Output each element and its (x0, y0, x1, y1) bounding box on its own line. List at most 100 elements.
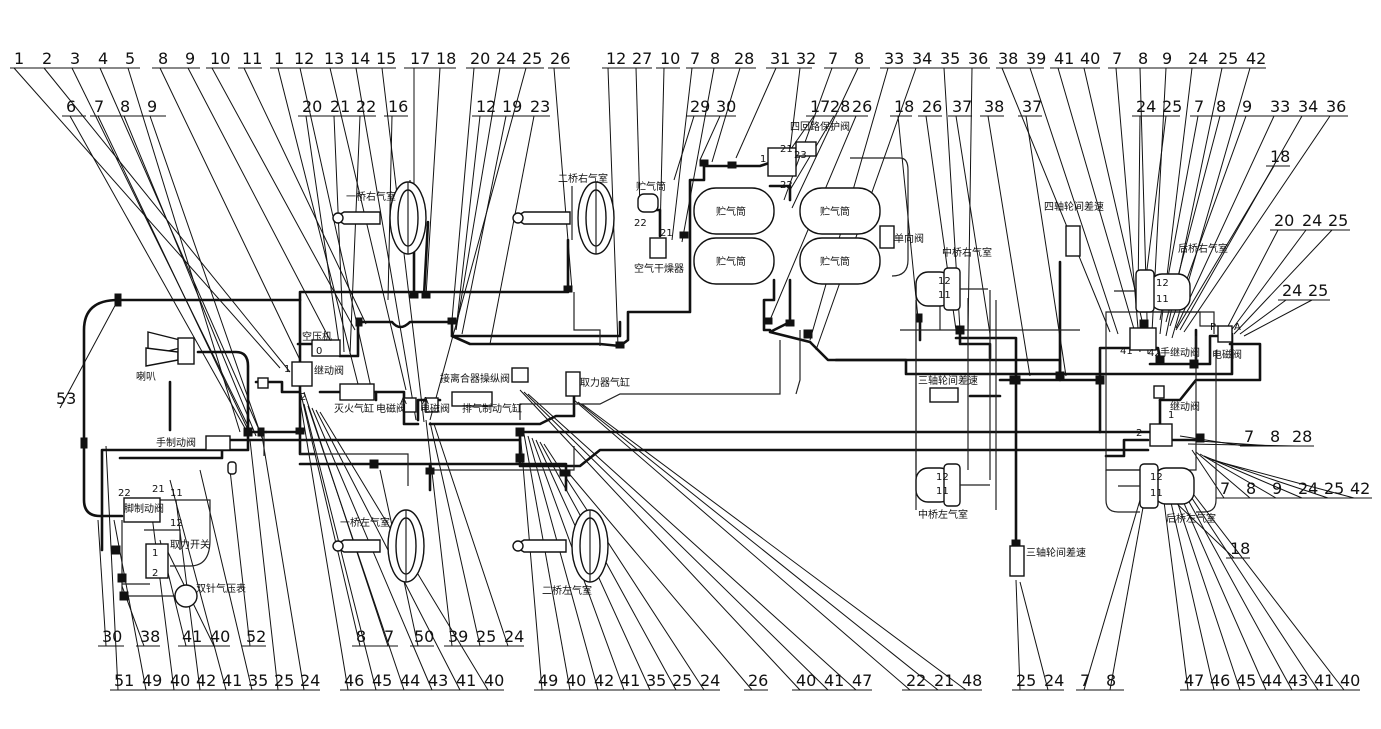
top-number: 25 (1328, 211, 1348, 230)
tank-label: 贮气筒 (636, 180, 666, 193)
top-number: 39 (1026, 49, 1046, 68)
bottom-number: 8 (1106, 671, 1116, 690)
port-number: 12 (1156, 278, 1169, 289)
bottom-number: 40 (566, 671, 586, 690)
bottom-number: 40 (170, 671, 190, 690)
component-label: 手继动阀 (1160, 346, 1200, 359)
top-number: 34 (1298, 97, 1318, 116)
top-number: 12 (294, 49, 314, 68)
top-number: 13 (324, 49, 344, 68)
port-number: 0 (316, 346, 322, 357)
port-number: 22 (634, 218, 647, 229)
top-number: 9 (1162, 49, 1172, 68)
top-number: 29 (690, 97, 710, 116)
port-number: 1 (1168, 410, 1174, 421)
component-label: 排气制动气缸 (462, 402, 522, 415)
port-number: A (422, 396, 429, 407)
bottom-number: 22 (906, 671, 926, 690)
top-number: 8 (120, 97, 130, 116)
top-number: 24 (1302, 211, 1322, 230)
bottom-number: 44 (400, 671, 420, 690)
exhaust-brake-cylinder: 排气制动气缸 (451, 391, 522, 415)
bottom-number: 24 (700, 671, 720, 690)
top-number: 21 (330, 97, 350, 116)
port-number: 12 (936, 472, 949, 483)
bottom-number: 8 (356, 627, 366, 646)
pto-switch: 取力开关 1 2 (145, 538, 210, 579)
bottom-number: 47 (852, 671, 872, 690)
bottom-number: 40 (796, 671, 816, 690)
solenoid-valve-3: P A 电磁阀 (1210, 322, 1242, 361)
component-label: 手制动阀 (156, 436, 196, 449)
top-number: 11 (242, 49, 262, 68)
top-number: 24 (1136, 97, 1156, 116)
chamber-label: 一桥右气室 (346, 190, 396, 203)
port-number: 22 (118, 488, 131, 499)
bottom-number: 30 (102, 627, 122, 646)
top-number: 1 (274, 49, 284, 68)
bottom-number: 24 (1044, 671, 1064, 690)
bottom-number: 40 (210, 627, 230, 646)
clutch-valve: 接离合器操纵阀 (440, 367, 529, 385)
bottom-number: 49 (538, 671, 558, 690)
top-number: 8 (854, 49, 864, 68)
bottom-number: 41 (182, 627, 202, 646)
brake-chamber-1L: 一桥左气室 (332, 509, 425, 583)
tank-label: 贮气筒 (716, 255, 746, 268)
bottom-number: 41 (1314, 671, 1334, 690)
top-number: 9 (147, 97, 157, 116)
top-number: 33 (884, 49, 904, 68)
component-label: 继动阀 (1170, 400, 1200, 413)
axle4-diff-lock: 四轴轮间差速 (1044, 200, 1104, 257)
horn: 喇叭 (136, 331, 195, 383)
chamber-label: 后桥右气室 (1178, 242, 1228, 255)
top-number: 25 (1218, 49, 1238, 68)
port-number: A (400, 396, 407, 407)
bottom-number: 25 (274, 671, 294, 690)
bottom-number: 45 (372, 671, 392, 690)
top-number: 8 (710, 49, 720, 68)
component-label: 单向阀 (894, 232, 924, 245)
chamber-label: 后桥左气室 (1166, 512, 1216, 525)
top-number: 26 (852, 97, 872, 116)
bottom-number: 48 (962, 671, 982, 690)
bottom-number: 35 (248, 671, 268, 690)
bottom-number: 44 (1262, 671, 1282, 690)
bottom-number: 46 (344, 671, 364, 690)
four-circuit-protection-valve: 1 21 23 22 四回路保护阀 (760, 120, 850, 191)
bottom-number: 41 (222, 671, 242, 690)
bottom-number: 42 (196, 671, 216, 690)
component-label: 电磁阀 (1212, 348, 1242, 361)
top-number: 24 (1188, 49, 1208, 68)
hand-relay-valve: 41 42 手继动阀 (1120, 327, 1200, 359)
top-number: 33 (1270, 97, 1290, 116)
top-number: 4 (98, 49, 108, 68)
component-label: 喇叭 (136, 371, 156, 383)
component-label: 取力器气缸 (580, 376, 630, 389)
bottom-number: 40 (484, 671, 504, 690)
top-number: 15 (376, 49, 396, 68)
bottom-number: 41 (824, 671, 844, 690)
top-number: 5 (125, 49, 135, 68)
port-number: 12 (170, 518, 183, 529)
top-number: 31 (770, 49, 790, 68)
bottom-number: 35 (646, 671, 666, 690)
bottom-number: 50 (414, 627, 434, 646)
dual-pressure-gauge: 双针气压表 (174, 582, 246, 608)
brake-chamber-rearL: 12 11 后桥左气室 (1118, 463, 1216, 525)
top-number: 12 (606, 49, 626, 68)
bottom-number: 25 (672, 671, 692, 690)
chamber-label: 二桥左气室 (542, 584, 592, 597)
top-number: 22 (356, 97, 376, 116)
bottom-number-row-2: 30 38 41 40 52 8 7 50 39 25 24 (102, 627, 524, 646)
top-number-row: 1 2 3 4 5 8 9 10 11 1 12 13 14 15 17 18 … (14, 49, 1266, 68)
top-number: 23 (530, 97, 550, 116)
top-number: 38 (984, 97, 1004, 116)
foot-brake-valve: 脚制动阀 22 21 11 12 (118, 484, 183, 529)
top-number: 53 (56, 389, 76, 408)
component-label: 电磁阀 (420, 402, 450, 415)
port-number: 11 (1150, 488, 1163, 499)
top-number-row-2: 6 7 8 9 20 21 22 16 12 19 23 29 30 17 28… (56, 97, 1348, 408)
top-number: 9 (1242, 97, 1252, 116)
pipe-fittings (80, 159, 1205, 601)
